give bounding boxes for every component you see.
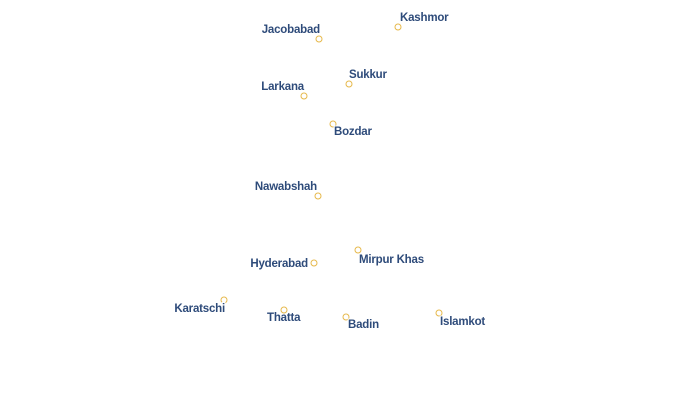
city-marker[interactable] [435, 309, 443, 317]
city-marker[interactable] [329, 120, 337, 128]
city-marker[interactable] [280, 306, 288, 314]
city-label: Jacobabad [261, 24, 320, 36]
city-marker[interactable] [310, 259, 318, 267]
city-label: Hyderabad [250, 258, 308, 270]
city-marker[interactable] [394, 23, 402, 31]
city-marker[interactable] [314, 192, 322, 200]
city-label: Bozdar [334, 126, 372, 138]
city-label: Sukkur [349, 69, 387, 81]
city-label: Kashmor [400, 12, 449, 24]
city-label: Mirpur Khas [359, 254, 424, 266]
city-label: Badin [348, 319, 379, 331]
city-label: Islamkot [440, 316, 486, 328]
city-marker[interactable] [354, 246, 362, 254]
city-label: Karatschi [174, 303, 225, 315]
city-marker[interactable] [342, 313, 350, 321]
city-marker[interactable] [345, 80, 353, 88]
city-marker[interactable] [315, 35, 323, 43]
city-marker[interactable] [220, 296, 228, 304]
city-label: Thatta [267, 312, 301, 324]
city-label: Larkana [261, 81, 304, 93]
city-marker[interactable] [300, 92, 308, 100]
city-label: Nawabshah [254, 181, 317, 193]
